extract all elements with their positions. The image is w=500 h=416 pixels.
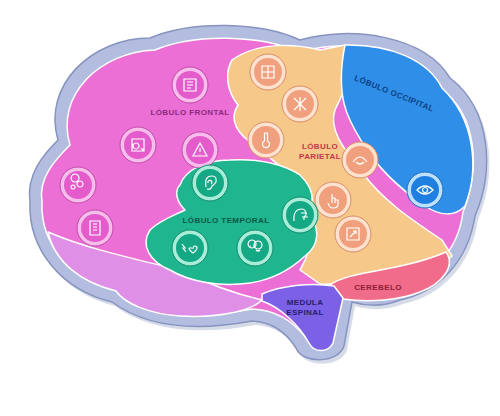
- icon-token: [282, 197, 318, 233]
- lobe-outline: [255, 275, 350, 360]
- icon-token: [172, 230, 208, 266]
- board-outline: [29, 25, 486, 359]
- icon-token: [192, 165, 228, 201]
- lobe-label: LÓBULO FRONTAL: [135, 108, 245, 118]
- lobe-label: LÓBULO PARIETAL: [294, 142, 346, 162]
- icon-token: [60, 167, 96, 203]
- icon-token: [120, 127, 156, 163]
- lobe-outline: [325, 35, 485, 225]
- icon-token: [77, 210, 113, 246]
- icon-token: [237, 230, 273, 266]
- brain-lobe: LÓBULO TEMPORAL: [135, 150, 325, 295]
- icon-token: [250, 54, 286, 90]
- lobe-label: CEREBELO: [348, 283, 408, 293]
- icon-token: [282, 86, 318, 122]
- brain-lobe: LÓBULO OCCIPITAL: [325, 35, 485, 225]
- icon-token: [172, 67, 208, 103]
- lobe-label: LÓBULO TEMPORAL: [176, 216, 276, 226]
- icon-token: [407, 172, 443, 208]
- brain-lobe: MEDULA ESPINAL: [255, 275, 350, 360]
- spinal-cord-region: [262, 284, 343, 350]
- icon-token: [315, 182, 351, 218]
- cerebellum-region: [330, 252, 449, 301]
- lobe-label: MEDULA ESPINAL: [279, 298, 331, 318]
- frontal-region: [41, 38, 473, 347]
- icon-token: [248, 122, 284, 158]
- temporal-region: [146, 160, 317, 285]
- icon-token: [342, 142, 378, 178]
- occipital-region: [341, 45, 473, 214]
- icon-token: [182, 132, 218, 168]
- icon-token: [335, 216, 371, 252]
